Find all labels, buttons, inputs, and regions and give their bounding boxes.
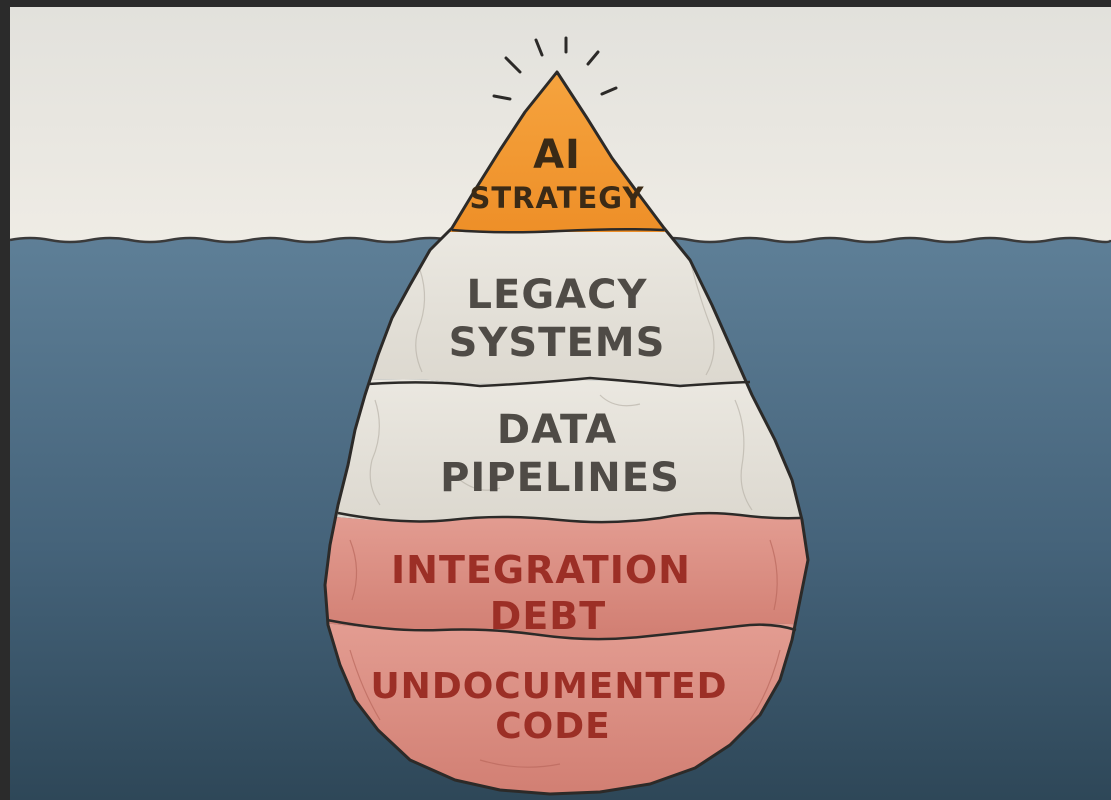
- label-ai-strategy-line2: STRATEGY: [470, 181, 645, 215]
- label-legacy-systems-line1: LEGACY: [467, 272, 648, 318]
- layer-fill-integration-debt: [325, 513, 808, 640]
- layer-ai-strategy: AI STRATEGY: [470, 132, 645, 215]
- iceberg-outline: [323, 70, 810, 796]
- label-ai-strategy-line1: AI: [533, 132, 581, 178]
- layer-data-pipelines: DATA PIPELINES: [440, 407, 680, 501]
- layer-legacy-systems: LEGACY SYSTEMS: [449, 272, 666, 366]
- label-integration-debt-line2: DEBT: [490, 594, 606, 638]
- label-integration-debt-line1: INTEGRATION: [391, 548, 691, 592]
- divider-tip-legacy: [451, 227, 665, 234]
- label-undocumented-code-line2: CODE: [495, 706, 611, 747]
- layer-fill-undocumented-code: [325, 620, 808, 794]
- divider-integration-undocumented: [326, 618, 797, 641]
- layer-integration-debt: INTEGRATION DEBT: [391, 548, 691, 638]
- divider-legacy-data: [367, 376, 751, 388]
- label-legacy-systems-line2: SYSTEMS: [449, 320, 666, 366]
- label-data-pipelines-line1: DATA: [497, 407, 617, 453]
- layer-undocumented-code: UNDOCUMENTED CODE: [370, 666, 727, 747]
- rock-texture: [349, 539, 781, 768]
- label-undocumented-code-line1: UNDOCUMENTED: [370, 666, 727, 707]
- layer-fill-data-pipelines: [325, 379, 808, 523]
- divider-data-integration: [337, 511, 801, 524]
- sparkle-icon: [492, 36, 618, 101]
- ice-texture: [369, 259, 753, 511]
- label-data-pipelines-line2: PIPELINES: [440, 455, 680, 501]
